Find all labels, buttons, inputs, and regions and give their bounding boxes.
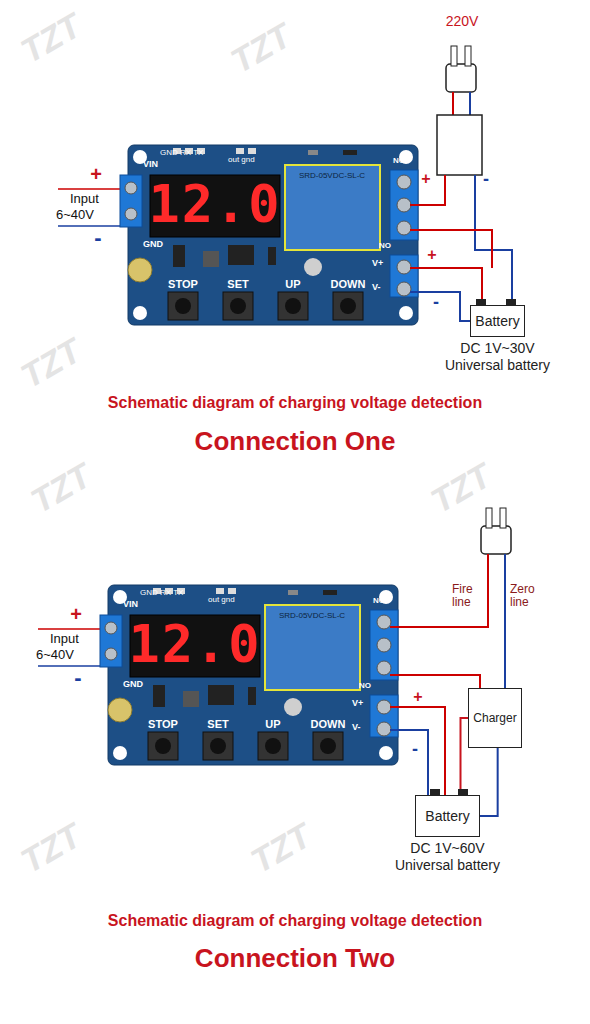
label: STOP — [148, 718, 178, 730]
label: VIN — [143, 160, 158, 170]
label: Zero line — [510, 583, 542, 609]
label: - — [94, 226, 101, 250]
label: Fire line — [452, 583, 484, 609]
label: UP — [265, 718, 280, 730]
wire — [461, 718, 469, 795]
label: - — [74, 666, 81, 690]
label: NC — [393, 157, 405, 166]
label: Connection Two — [195, 944, 395, 973]
label: NO — [379, 242, 391, 251]
label: NC — [373, 597, 385, 606]
battery-box: BatteryDC 1V~60V Universal battery — [415, 795, 480, 837]
watermark: TZT — [15, 7, 88, 71]
node-title: Battery — [475, 313, 519, 329]
display-digits: 12.0 — [148, 176, 281, 233]
watermark: TZT — [25, 457, 98, 521]
label: + — [90, 163, 102, 185]
label: 6~40V — [56, 208, 94, 222]
label: SET — [207, 718, 228, 730]
label: GND RX TX — [140, 589, 183, 598]
watermark: TZT — [15, 332, 88, 396]
node-title: Charger — [473, 711, 516, 725]
label: DOWN — [311, 718, 346, 730]
label: GND — [143, 240, 163, 250]
label: Input — [50, 632, 79, 646]
label: out gnd — [208, 596, 235, 605]
label: Input — [70, 192, 99, 206]
label: + — [421, 170, 430, 188]
display-digits: 12.0 — [128, 616, 261, 673]
charger-box: Charger — [468, 688, 521, 748]
label: + — [70, 603, 82, 625]
watermark: TZT — [15, 817, 88, 881]
label: - — [483, 170, 489, 190]
label: SRD-05VDC-SL-C — [299, 172, 365, 181]
label: NO — [359, 682, 371, 691]
label: V- — [352, 723, 361, 733]
watermark: TZT — [225, 17, 298, 81]
label: - — [433, 293, 439, 313]
node-caption: DC 1V~60V Universal battery — [383, 840, 513, 874]
label: Schematic diagram of charging voltage de… — [108, 394, 482, 412]
label: GND — [123, 680, 143, 690]
watermark: TZT — [245, 817, 318, 881]
node-caption: DC 1V~30V Universal battery — [433, 340, 563, 374]
label: DOWN — [331, 278, 366, 290]
label: out gnd — [228, 156, 255, 165]
label: VIN — [123, 600, 138, 610]
label: + — [427, 246, 436, 264]
label: Schematic diagram of charging voltage de… — [108, 912, 482, 930]
label: GND RX TX — [160, 149, 203, 158]
label: 6~40V — [36, 648, 74, 662]
label: Connection One — [195, 427, 396, 456]
label: 220V — [446, 14, 479, 29]
label: UP — [285, 278, 300, 290]
label: + — [413, 688, 422, 706]
label: V- — [372, 283, 381, 293]
label: - — [412, 740, 418, 760]
label: STOP — [168, 278, 198, 290]
label: SET — [227, 278, 248, 290]
node-title: Battery — [425, 808, 469, 824]
battery-box: BatteryDC 1V~30V Universal battery — [470, 305, 525, 337]
label: SRD-05VDC-SL-C — [279, 612, 345, 621]
wire — [480, 748, 498, 816]
label: V+ — [372, 259, 383, 269]
label: V+ — [352, 699, 363, 709]
